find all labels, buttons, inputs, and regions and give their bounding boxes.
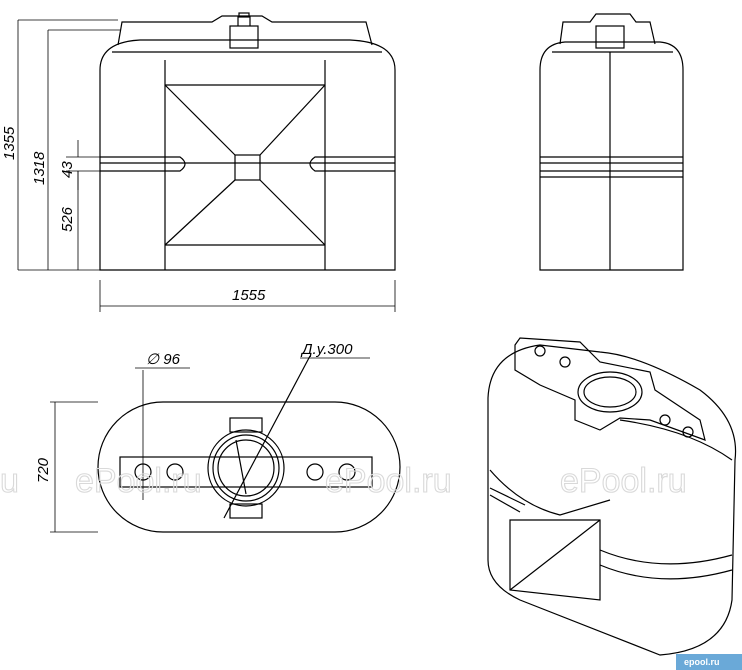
isometric-view bbox=[487, 337, 737, 656]
dim-neck-label: Д.у.300 bbox=[300, 341, 353, 358]
dim-height-total: 1355 bbox=[1, 126, 18, 160]
epool-badge-text: epool.ru bbox=[684, 657, 720, 667]
dim-width: 720 bbox=[35, 457, 52, 483]
dim-groove: 43 bbox=[59, 161, 76, 178]
dim-height-body: 1318 bbox=[31, 151, 48, 185]
side-view bbox=[539, 13, 684, 271]
dim-hole-diameter: ∅ 96 bbox=[146, 351, 181, 368]
watermark-edge: u bbox=[0, 462, 19, 500]
top-view bbox=[97, 355, 401, 533]
front-view bbox=[99, 12, 396, 271]
dim-length: 1555 bbox=[232, 287, 266, 304]
dim-lower-part: 526 bbox=[59, 206, 76, 232]
watermark-2: ePool.ru bbox=[325, 462, 452, 500]
epool-badge bbox=[676, 654, 742, 670]
front-dimensions bbox=[17, 19, 396, 312]
top-dimensions bbox=[50, 357, 370, 533]
watermark-1: ePool.ru bbox=[75, 462, 202, 500]
watermark-3: ePool.ru bbox=[560, 462, 687, 500]
